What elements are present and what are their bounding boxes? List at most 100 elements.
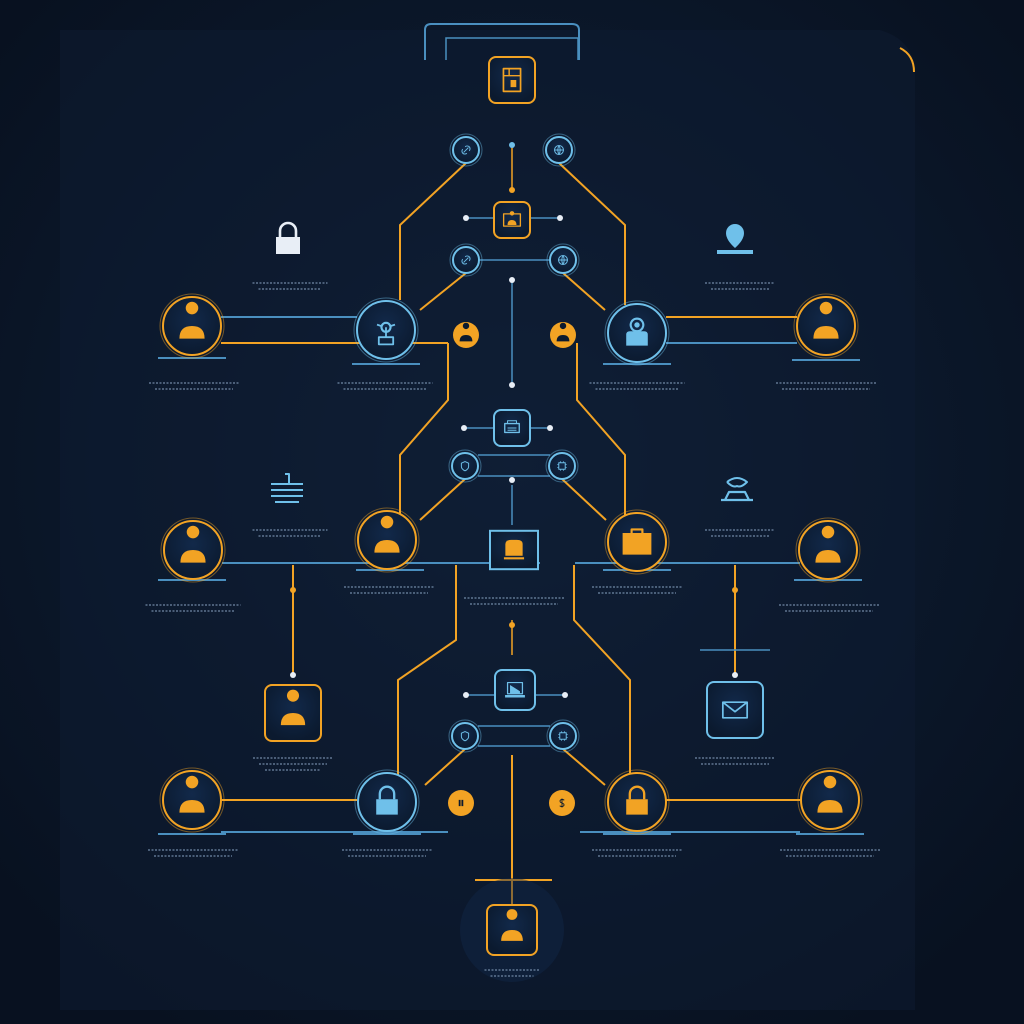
connector-line	[445, 37, 579, 60]
printer-icon	[504, 420, 520, 434]
root-connector-left[interactable]	[449, 133, 483, 167]
connector-line	[576, 343, 626, 520]
tier2-user-hub-left[interactable]	[354, 507, 420, 573]
dollar-icon	[559, 798, 565, 808]
junction-dot	[562, 692, 568, 698]
junction-dot	[547, 425, 553, 431]
tier1-connector-left[interactable]	[449, 243, 483, 277]
mail-icon	[721, 701, 749, 719]
lock-icon	[626, 785, 648, 815]
lock-icon	[276, 221, 300, 254]
network-hub-icon	[376, 321, 396, 346]
connector-line	[558, 162, 626, 305]
user-icon	[817, 775, 843, 813]
connector-line	[424, 23, 580, 60]
tier2-server-standalone[interactable]	[271, 473, 303, 503]
connector-line	[397, 565, 457, 780]
root-connector-right[interactable]	[542, 133, 576, 167]
corner-accent	[899, 47, 915, 73]
tier3-user-far-left[interactable]	[159, 767, 225, 833]
junction-dot	[557, 215, 563, 221]
user-icon	[556, 322, 570, 342]
junction-dot	[509, 277, 515, 283]
connector-line	[561, 478, 607, 521]
junction-dot	[461, 425, 467, 431]
junction-dot	[732, 672, 738, 678]
user-icon	[280, 689, 306, 726]
tier2-phone-standalone[interactable]	[721, 477, 753, 502]
tier3-lock-hub-left[interactable]	[354, 769, 420, 835]
link-icon	[461, 145, 471, 155]
tier1-user-far-right[interactable]	[793, 293, 859, 359]
connector-line	[399, 343, 449, 520]
tier3-small-orange-left[interactable]	[448, 790, 474, 816]
tier1-camera-hub-right[interactable]	[604, 300, 670, 366]
user-card-icon	[502, 211, 522, 227]
user-icon	[180, 525, 206, 563]
briefcase-icon	[622, 528, 652, 555]
junction-dot	[509, 622, 515, 628]
junction-dot	[732, 587, 738, 593]
user-icon	[179, 301, 205, 339]
junction-dot	[290, 672, 296, 678]
connector-line	[562, 748, 606, 786]
tier3-center-card[interactable]	[494, 669, 536, 711]
tier3-connector-left[interactable]	[448, 719, 482, 753]
tier2-connector-left[interactable]	[448, 449, 482, 483]
top-node[interactable]	[488, 56, 536, 104]
pause-icon	[458, 799, 464, 807]
laptop-icon	[505, 681, 525, 698]
tier3-small-orange-right[interactable]	[549, 790, 575, 816]
junction-dot	[509, 142, 515, 148]
bottom-node[interactable]	[486, 904, 538, 956]
shield-icon	[460, 731, 470, 742]
lock-icon	[376, 785, 398, 815]
connector-line	[419, 478, 466, 521]
chip-icon	[558, 731, 568, 741]
tier1-network-hub-left[interactable]	[353, 297, 419, 363]
tier3-lock-hub-right[interactable]	[604, 769, 670, 835]
tier3-mail-card-right[interactable]	[706, 681, 764, 739]
junction-dot	[463, 215, 469, 221]
tier1-small-user-left[interactable]	[453, 322, 479, 348]
link-icon	[461, 255, 471, 265]
tier1-connector-right[interactable]	[546, 243, 580, 277]
user-icon	[813, 301, 839, 339]
tier1-lock-standalone[interactable]	[276, 221, 300, 254]
globe-icon	[558, 255, 568, 265]
junction-dot	[509, 477, 515, 483]
user-icon	[815, 525, 841, 563]
tier1-small-user-right[interactable]	[550, 322, 576, 348]
tier2-user-far-right[interactable]	[795, 517, 861, 583]
server-icon	[271, 473, 303, 503]
user-icon	[179, 775, 205, 813]
connector-line	[562, 272, 606, 311]
tier3-connector-right[interactable]	[546, 719, 580, 753]
document-icon	[502, 67, 522, 93]
monitor-icon	[503, 539, 525, 560]
connector-line	[399, 162, 467, 300]
tier2-center-screen[interactable]	[489, 529, 539, 571]
globe-icon	[554, 145, 564, 155]
webcam-icon	[626, 317, 648, 346]
connector-line	[419, 272, 467, 311]
tier2-user-far-left[interactable]	[160, 517, 226, 583]
tier1-person-pin-standalone[interactable]	[717, 224, 753, 254]
telephone-icon	[721, 477, 753, 502]
location-pin-icon	[717, 224, 753, 254]
tier2-connector-right[interactable]	[545, 449, 579, 483]
tier2-center-card[interactable]	[493, 409, 531, 447]
tier3-user-card-left[interactable]	[264, 684, 322, 742]
user-icon	[459, 322, 473, 342]
backdrop-panel	[60, 30, 915, 1010]
tier1-center-card[interactable]	[493, 201, 531, 239]
chip-icon	[557, 461, 567, 471]
junction-dot	[509, 382, 515, 388]
connector-line	[424, 748, 466, 786]
tier1-user-far-left[interactable]	[159, 293, 225, 359]
tier3-user-far-right[interactable]	[797, 767, 863, 833]
tier2-briefcase-hub-right[interactable]	[604, 509, 670, 575]
junction-dot	[509, 187, 515, 193]
user-icon	[374, 515, 400, 553]
